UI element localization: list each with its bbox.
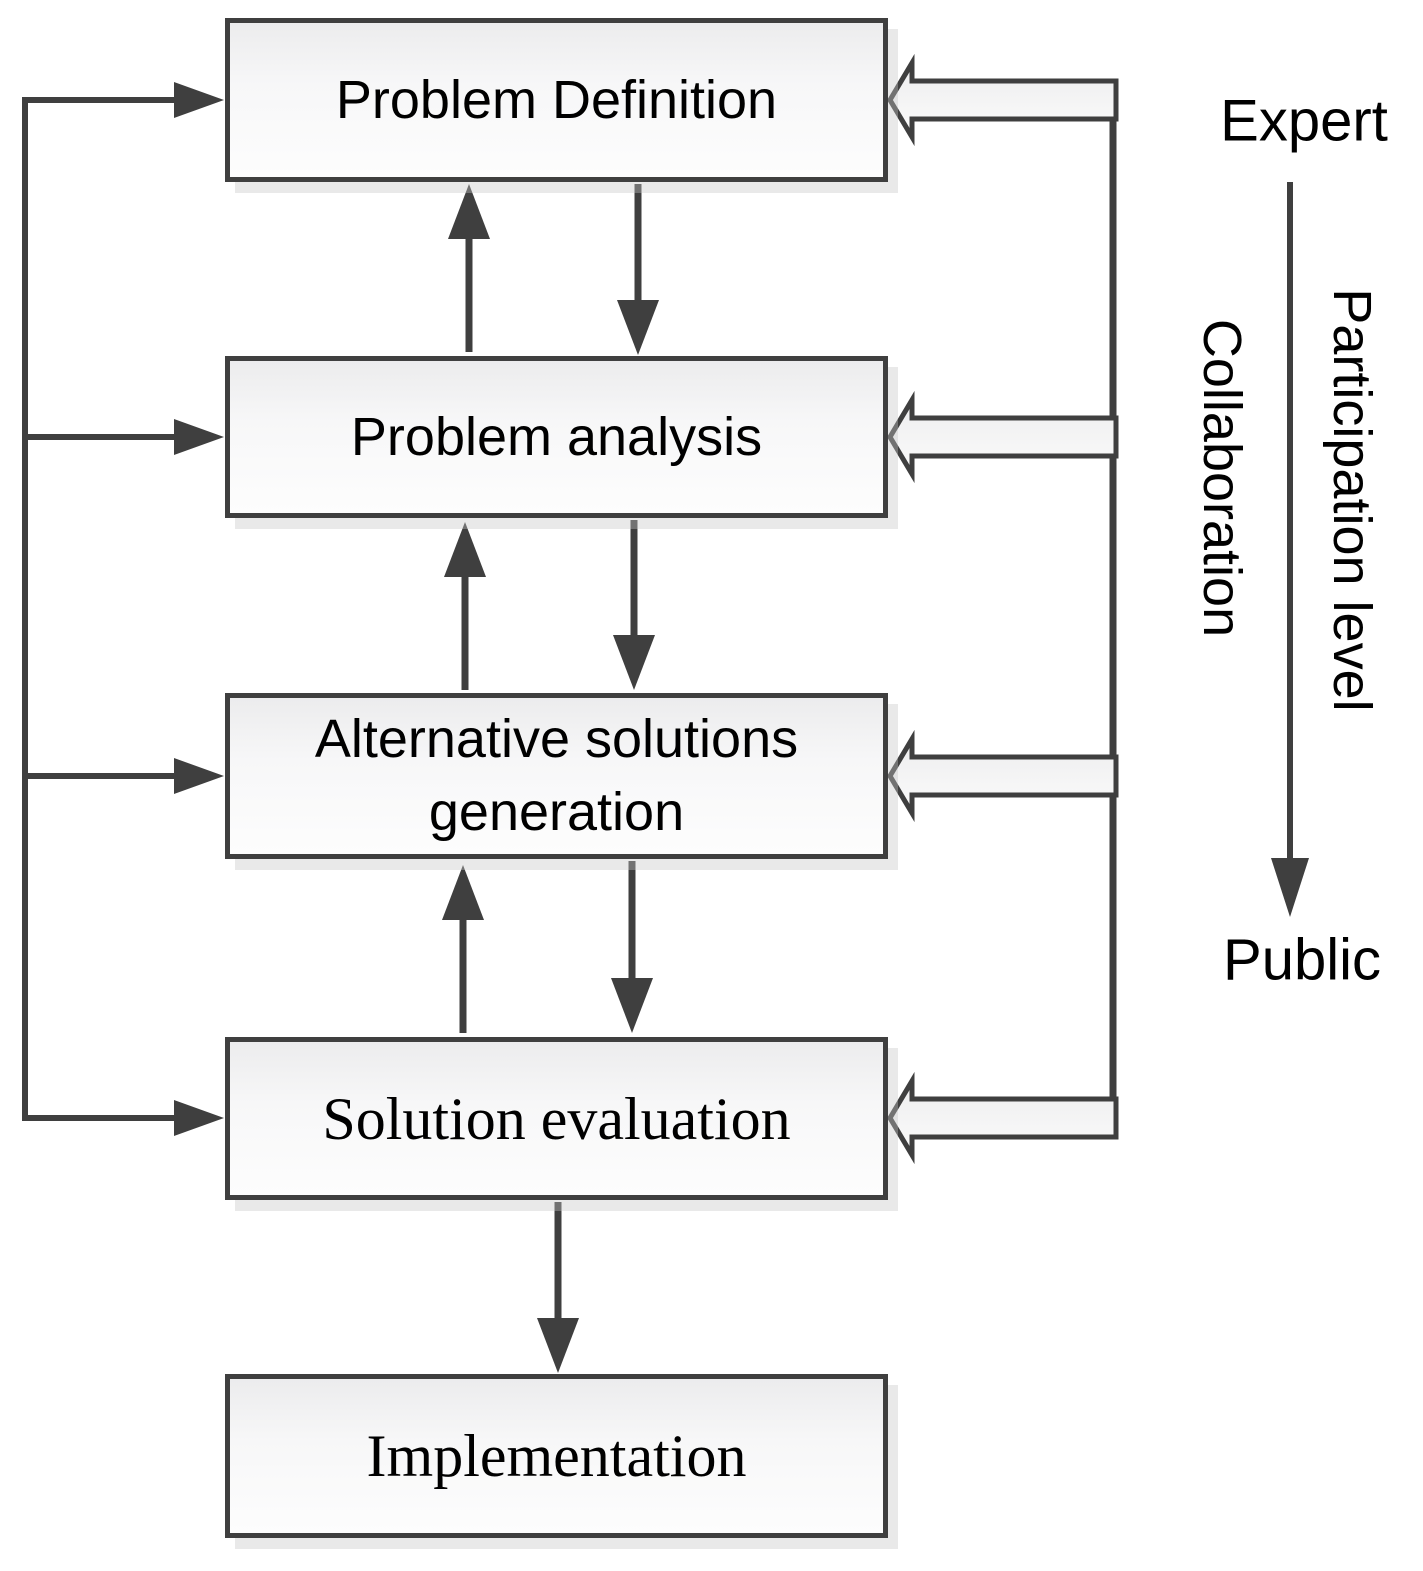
up-arrow-2-head-icon	[444, 522, 486, 577]
block-arrow-problem-definition-icon	[887, 53, 1119, 147]
box-alternative-solutions-generation: Alternative solutions generation	[225, 693, 888, 859]
participation-level-label: Participation level	[1322, 288, 1382, 712]
public-label: Public	[1223, 927, 1381, 993]
box-implementation: Implementation	[225, 1374, 888, 1538]
box-problem-analysis-label: Problem analysis	[350, 406, 763, 467]
down-arrow-2-head-icon	[613, 635, 655, 690]
block-arrow-alternative-solutions-icon	[887, 729, 1119, 823]
box-solution-evaluation-label: Solution evaluation	[322, 1085, 791, 1152]
participation-arrow-head-icon	[1271, 858, 1309, 917]
down-arrow-1-head-icon	[617, 300, 659, 355]
up-arrow-1-head-icon	[448, 184, 490, 239]
down-arrow-3-head-icon	[611, 978, 653, 1033]
left-arrowhead-alternative-solutions-icon	[174, 758, 224, 794]
block-arrow-problem-analysis-icon	[887, 390, 1119, 484]
box-solution-evaluation: Solution evaluation	[225, 1037, 888, 1200]
right-input-connector	[887, 53, 1119, 1165]
up-arrow-3-head-icon	[442, 865, 484, 920]
left-feedback-connector	[22, 82, 224, 1136]
collaboration-label: Collaboration	[1192, 318, 1252, 638]
left-arrowhead-solution-evaluation-icon	[174, 1100, 224, 1136]
stage-flow-arrows	[442, 184, 659, 1373]
down-arrow-4-head-icon	[537, 1318, 579, 1373]
participation-level-arrow	[1271, 182, 1309, 917]
expert-label: Expert	[1220, 88, 1388, 154]
left-arrowhead-problem-analysis-icon	[174, 419, 224, 455]
box-alternative-solutions-generation-label: Alternative solutions generation	[314, 709, 799, 842]
box-problem-analysis: Problem analysis	[225, 356, 888, 518]
box-implementation-label: Implementation	[366, 1423, 747, 1489]
box-problem-definition-label: Problem Definition	[335, 69, 778, 130]
left-arrowhead-problem-definition-icon	[174, 82, 224, 118]
block-arrow-solution-evaluation-icon	[887, 1071, 1119, 1165]
box-problem-definition: Problem Definition	[225, 18, 888, 182]
